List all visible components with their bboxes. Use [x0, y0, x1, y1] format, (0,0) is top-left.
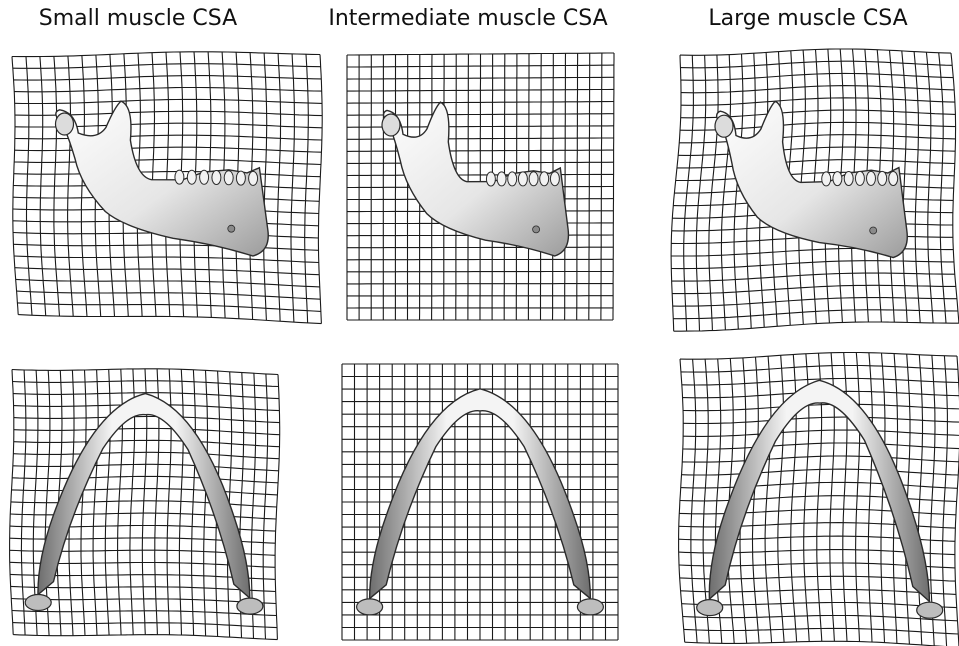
panel-occlusal-intermediate — [342, 364, 618, 640]
grid-line-vertical — [765, 356, 772, 642]
tooth — [889, 172, 898, 186]
tooth — [212, 171, 221, 185]
grid-line-vertical — [589, 53, 590, 320]
tooth — [833, 172, 842, 186]
mental-foramen — [870, 227, 877, 234]
tooth — [822, 172, 831, 186]
grid-line-vertical — [179, 369, 183, 635]
grid-line-vertical — [778, 355, 784, 642]
tooth — [187, 170, 196, 184]
left-condyle — [357, 599, 383, 615]
grid-line-vertical — [881, 353, 885, 642]
grid-line-vertical — [753, 357, 760, 643]
grid-line-vertical — [577, 53, 578, 320]
grid-line-horizontal — [13, 635, 277, 640]
panel-occlusal-large — [679, 353, 959, 646]
grid-line-vertical — [613, 53, 614, 320]
grid-line-vertical — [601, 53, 602, 320]
tooth — [224, 171, 233, 185]
tooth — [540, 172, 549, 186]
right-condyle — [577, 599, 603, 615]
grid-line-horizontal — [18, 315, 321, 324]
grid-line-vertical — [856, 353, 860, 642]
mental-foramen — [533, 226, 540, 233]
tooth — [844, 172, 853, 186]
grid-line-vertical — [105, 369, 110, 635]
tooth — [550, 172, 559, 186]
dental-arch — [709, 380, 929, 601]
tooth — [867, 171, 876, 185]
grid-line-vertical — [192, 370, 196, 636]
tooth — [497, 172, 506, 186]
left-condyle — [25, 595, 51, 611]
condyle — [715, 115, 733, 137]
grid-line-horizontal — [674, 322, 959, 331]
tooth — [518, 172, 527, 186]
mandible-lateral-view — [715, 101, 907, 257]
grid-line-horizontal — [685, 641, 959, 646]
grid-line-horizontal — [347, 247, 613, 248]
panel-lateral-intermediate — [347, 53, 614, 320]
tooth — [175, 170, 184, 184]
tooth — [855, 171, 864, 185]
tooth — [529, 172, 538, 186]
grid-line-vertical — [93, 370, 98, 636]
grid-line-horizontal — [347, 259, 613, 260]
grid-line-vertical — [565, 53, 566, 320]
condyle — [56, 113, 74, 135]
mental-foramen — [228, 225, 235, 232]
tooth — [878, 171, 887, 185]
left-condyle — [697, 600, 723, 616]
right-condyle — [917, 602, 943, 618]
right-condyle — [237, 598, 263, 614]
tooth — [200, 170, 209, 184]
grid-line-vertical — [868, 353, 872, 642]
panel-occlusal-small — [10, 369, 280, 640]
panel-lateral-small — [12, 52, 322, 324]
tooth — [486, 172, 495, 186]
panel-lateral-large — [671, 49, 959, 331]
tooth — [236, 171, 245, 185]
tooth — [508, 172, 517, 186]
condyle — [382, 114, 400, 136]
tooth — [249, 171, 258, 185]
